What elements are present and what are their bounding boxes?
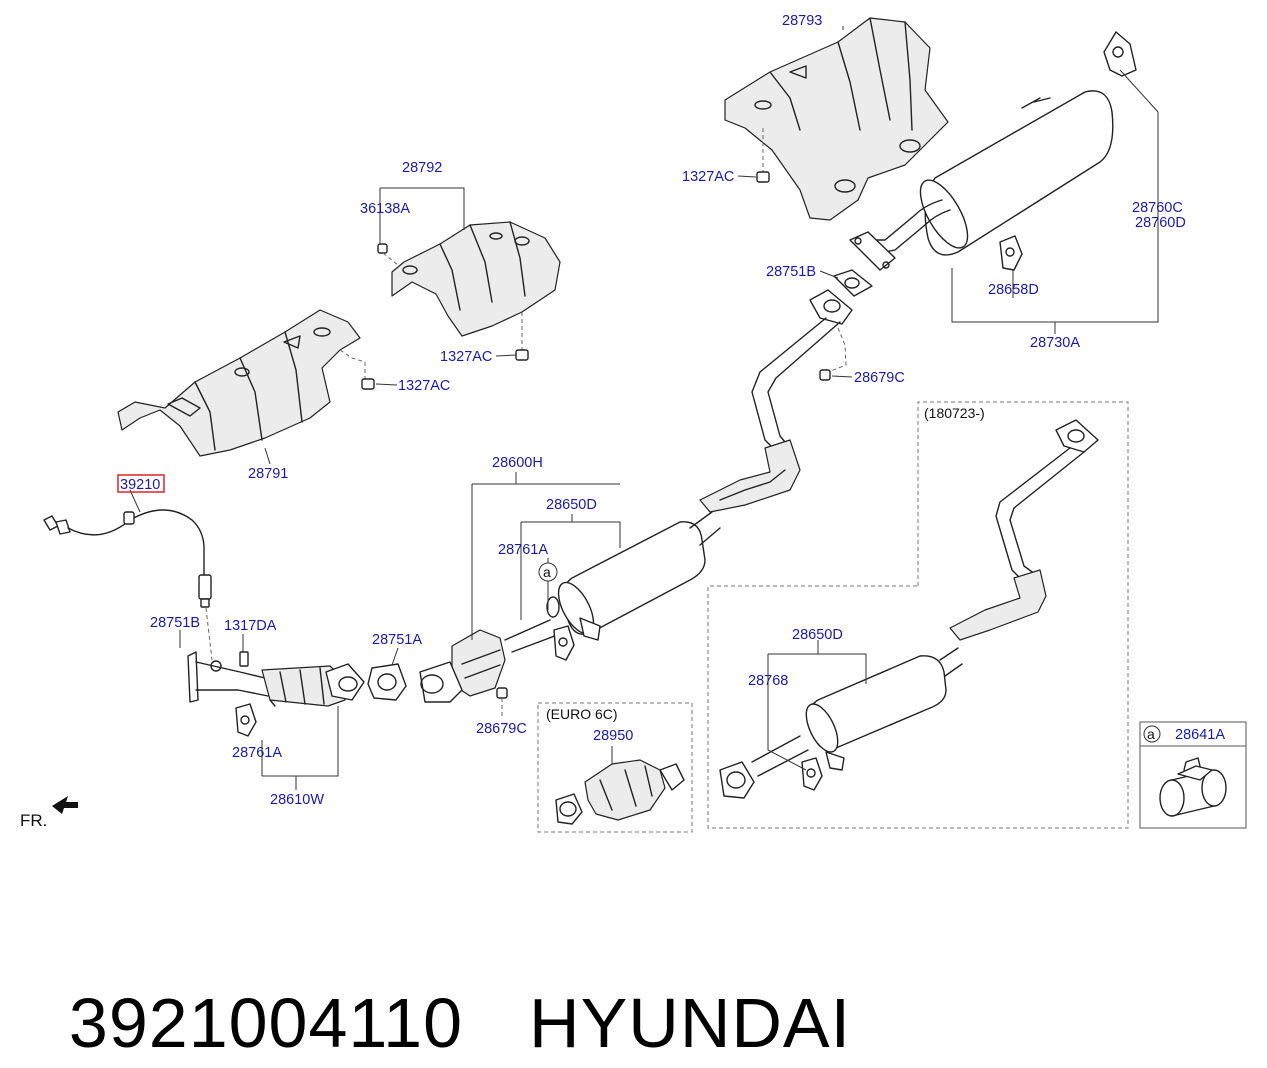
rubber-mount-28658d[interactable] <box>999 235 1023 271</box>
label-28679c-top: 28679C <box>854 370 905 386</box>
label-28751a: 28751A <box>372 632 422 648</box>
label-28650d-main: 28650D <box>546 497 597 513</box>
label-28792: 28792 <box>402 160 442 176</box>
bolt-36138a[interactable] <box>377 243 399 266</box>
gasket-28751a[interactable] <box>367 663 407 701</box>
label-28760c: 28760C <box>1132 200 1183 216</box>
callout-a-box-circle <box>1143 725 1161 743</box>
label-28751b-left: 28751B <box>150 615 200 631</box>
label-28658d: 28658D <box>988 282 1039 298</box>
label-28610w: 28610W <box>270 792 324 808</box>
front-label: FR. <box>20 811 47 830</box>
oxygen-sensor-39210[interactable] <box>43 509 213 661</box>
label-39210[interactable]: 39210 <box>120 477 160 493</box>
highlight-box-39210 <box>117 474 165 493</box>
catalytic-converter-28600h[interactable] <box>419 629 506 703</box>
euro6c-label: (EURO 6C) <box>546 706 618 722</box>
front-direction-marker: FR. <box>20 796 78 830</box>
center-muffler-28650d[interactable] <box>504 511 721 653</box>
nut-28679c-top[interactable] <box>819 327 847 381</box>
label-28641a: 28641A <box>1175 727 1225 743</box>
label-1327ac-left: 1327AC <box>398 378 450 394</box>
label-28650d-alt: 28650D <box>792 627 843 643</box>
clamp-inset: a 28641A <box>1139 721 1247 829</box>
exhaust-system-diagram: 28793 28792 36138A 1327AC 1327AC 1327AC … <box>20 13 1247 833</box>
label-28679c-bottom: 28679C <box>476 721 527 737</box>
nut-1327ac-left[interactable] <box>339 349 375 390</box>
label-28761a-main: 28761A <box>498 542 548 558</box>
gasket-28751b-top[interactable] <box>833 269 873 297</box>
callout-a-main-circle <box>538 562 558 582</box>
heat-shield-28791[interactable] <box>117 309 361 457</box>
label-1327ac-mid: 1327AC <box>440 349 492 365</box>
label-28793: 28793 <box>782 13 822 29</box>
hanger-28760c[interactable] <box>1021 31 1137 109</box>
part-number-footer: 3921004110 HYUNDAI <box>28 888 851 1062</box>
label-28730a: 28730A <box>1030 335 1080 351</box>
rubber-hanger-28761a-main[interactable] <box>553 625 575 661</box>
alternate-center-pipe[interactable] <box>949 419 1099 641</box>
catalytic-converter-28950[interactable] <box>555 759 685 825</box>
rear-muffler-28730a[interactable] <box>849 90 1114 271</box>
callout-a-box: a <box>1147 726 1155 742</box>
label-1317da: 1317DA <box>224 618 277 634</box>
brand-name: HYUNDAI <box>529 984 852 1062</box>
alternate-assembly-inset: (180723-) 28650D 28768 <box>707 401 1129 829</box>
callout-a-main: a <box>543 564 551 580</box>
label-28760d: 28760D <box>1135 215 1186 231</box>
date-range-label: (180723-) <box>924 405 985 421</box>
center-pipe[interactable] <box>699 289 853 513</box>
alternate-center-muffler[interactable] <box>719 647 963 799</box>
front-pipe-28610w[interactable] <box>187 651 365 707</box>
nut-1327ac-top[interactable] <box>756 128 770 183</box>
clamp-28641a[interactable] <box>1159 757 1227 817</box>
rubber-hanger-28761a-bottom[interactable] <box>235 703 257 737</box>
heat-shield-28793[interactable] <box>724 17 949 221</box>
label-28751b-top: 28751B <box>766 264 816 280</box>
label-1327ac-top: 1327AC <box>682 169 734 185</box>
nut-28679c-bottom[interactable] <box>496 687 508 716</box>
label-36138a: 36138A <box>360 201 410 217</box>
label-28761a-bottom: 28761A <box>232 745 282 761</box>
label-28791: 28791 <box>248 466 288 482</box>
part-number: 3921004110 <box>68 984 464 1062</box>
nut-1327ac-mid[interactable] <box>515 312 529 361</box>
heat-shield-28792[interactable] <box>391 221 561 337</box>
label-28768: 28768 <box>748 673 788 689</box>
label-28950: 28950 <box>593 728 633 744</box>
euro6c-inset: (EURO 6C) 28950 <box>537 702 693 833</box>
bolt-1317da[interactable] <box>239 651 249 667</box>
label-28600h: 28600H <box>492 455 543 471</box>
